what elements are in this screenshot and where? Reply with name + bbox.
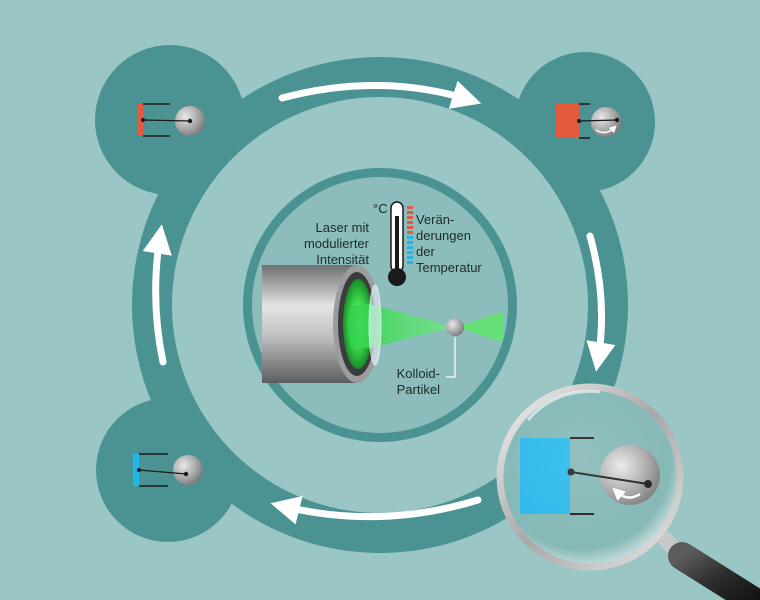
laser-label: Laser mit modulierter Intensität	[304, 220, 370, 267]
thermometer-icon	[388, 201, 413, 286]
particle-label-line-2: Partikel	[397, 382, 440, 397]
magnifier-rim	[496, 383, 684, 571]
state-top-left	[137, 103, 205, 137]
lens-glare	[526, 389, 601, 421]
state-bottom-left	[133, 453, 203, 487]
node-top-right	[515, 52, 655, 192]
temperature-label: Verän- derungen der Temperatur	[416, 212, 482, 275]
magnifier-handle	[668, 542, 760, 600]
laser-beam-exit	[455, 312, 503, 342]
temperature-label-line-2: derungen	[416, 228, 471, 243]
arrow-left	[142, 224, 172, 366]
temperature-unit: °C	[373, 201, 388, 216]
temperature-label-line-3: der	[416, 244, 435, 259]
colloid-particle	[446, 318, 464, 336]
temperature-scale	[407, 206, 413, 264]
focusing-lens	[368, 284, 382, 366]
arrow-bottom	[270, 495, 482, 525]
node-bottom-left	[96, 398, 240, 542]
particle-leader-line	[446, 337, 456, 378]
laser-label-line-1: Laser mit	[316, 220, 370, 235]
particle-label: Kolloid- Partikel	[397, 366, 440, 397]
laser-label-line-2: modulierter	[304, 236, 370, 251]
temperature-label-line-1: Verän-	[416, 212, 454, 227]
cycle-arrows	[142, 80, 616, 525]
particle-label-line-1: Kolloid-	[397, 366, 440, 381]
clockwise-arrow-icon	[595, 125, 617, 134]
arrow-right	[586, 232, 616, 372]
arrow-top	[278, 80, 482, 109]
temperature-label-line-4: Temperatur	[416, 260, 482, 275]
laser-label-line-3: Intensität	[316, 252, 369, 267]
laser-apparatus	[262, 265, 503, 383]
magnifier-icon	[496, 383, 760, 600]
state-top-right	[555, 103, 621, 139]
